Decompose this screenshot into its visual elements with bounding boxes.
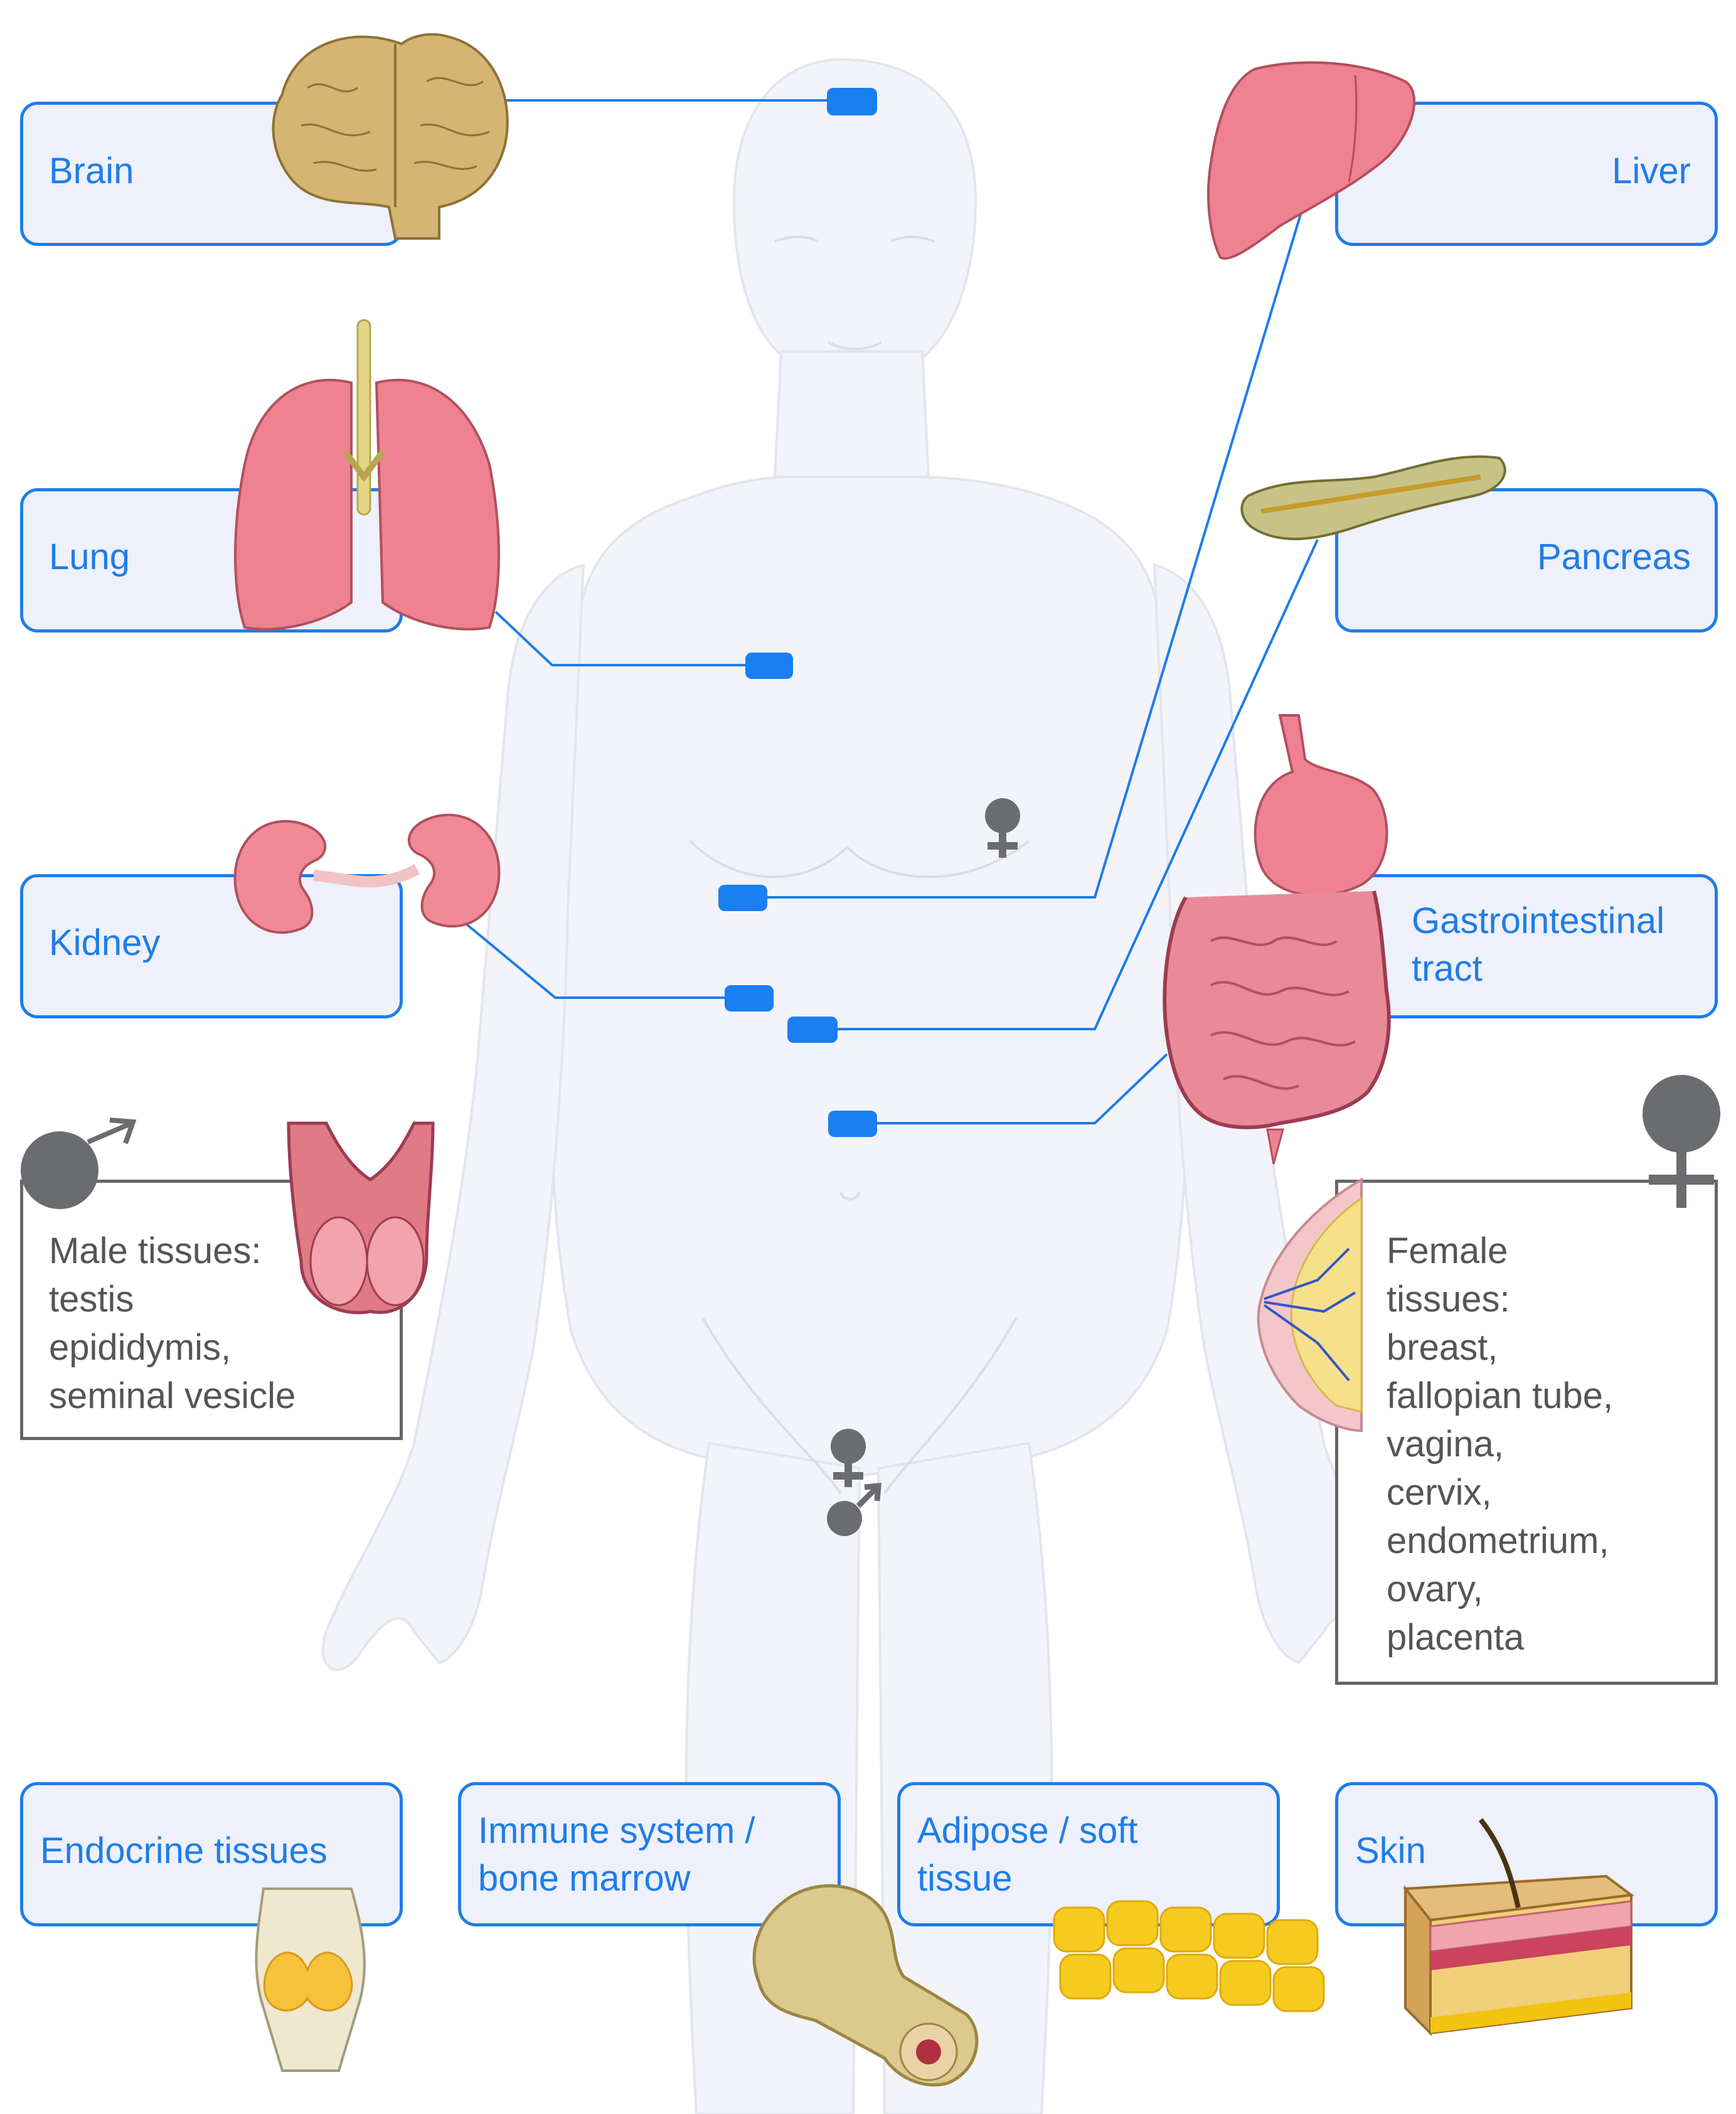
male-symbol-icon <box>21 1118 137 1209</box>
gi-tract-icon <box>1163 714 1391 1165</box>
kidney-icon <box>233 813 501 934</box>
liver-marker <box>718 885 767 911</box>
lung-connector <box>494 611 762 666</box>
female-line-2: tissues: <box>1387 1279 1510 1320</box>
immune-label-line2: bone marrow <box>478 1858 691 1899</box>
female-line-8: ovary, <box>1387 1569 1483 1610</box>
breast-icon <box>1257 1177 1363 1433</box>
gi-tract-label-line2: tract <box>1412 948 1483 989</box>
female-tissues-box <box>1335 1180 1718 1685</box>
immune-label-line1: Immune system / <box>478 1810 755 1851</box>
pancreas-connector <box>816 539 1319 1030</box>
lung-label: Lung <box>49 537 130 577</box>
male-symbol-groin-icon <box>827 1483 881 1536</box>
female-symbol-icon <box>1643 1075 1720 1208</box>
male-line-4: seminal vesicle <box>49 1375 296 1416</box>
female-line-5: vagina, <box>1387 1424 1504 1465</box>
adipose-box <box>897 1782 1280 1926</box>
endocrine-label: Endocrine tissues <box>40 1830 327 1871</box>
male-line-3: epididymis, <box>49 1327 232 1368</box>
kidney-marker <box>725 985 774 1012</box>
adipose-label-line1: Adipose / soft <box>917 1810 1138 1851</box>
brain-icon <box>272 33 509 240</box>
bone-icon <box>752 1884 979 2087</box>
skin-label: Skin <box>1355 1830 1426 1871</box>
male-line-2: testis <box>49 1279 134 1320</box>
pancreas-icon <box>1240 455 1506 540</box>
female-symbol-chest-icon <box>985 798 1020 858</box>
adipose-label-line2: tissue <box>917 1858 1013 1899</box>
male-line-1: Male tissues: <box>49 1230 262 1271</box>
kidney-connector <box>463 921 737 999</box>
liver-icon <box>1207 61 1415 260</box>
liver-label: Liver <box>1612 151 1691 191</box>
female-symbol-groin-icon <box>831 1429 866 1487</box>
gi-marker <box>828 1111 877 1137</box>
gi-tract-label-line1: Gastrointestinal <box>1412 900 1664 941</box>
brain-label: Brain <box>49 151 134 191</box>
gi-connector <box>863 1053 1168 1124</box>
brain-marker <box>827 88 877 115</box>
immune-box <box>458 1782 841 1926</box>
thyroid-icon <box>255 1887 366 2072</box>
skin-icon <box>1403 1818 1635 2036</box>
liver-connector <box>750 210 1303 899</box>
lung-icon <box>234 319 500 631</box>
female-line-9: placenta <box>1387 1617 1525 1658</box>
kidney-label: Kidney <box>49 922 161 963</box>
pancreas-marker <box>787 1017 838 1043</box>
female-line-6: cervix, <box>1387 1472 1492 1513</box>
female-line-7: endometrium, <box>1387 1520 1609 1561</box>
lung-marker <box>745 653 793 679</box>
pancreas-label: Pancreas <box>1536 537 1691 577</box>
adipose-icon <box>1053 1900 1325 2012</box>
gi-tract-box <box>1335 874 1718 1018</box>
female-line-1: Female <box>1387 1230 1508 1271</box>
female-line-3: breast, <box>1387 1327 1498 1368</box>
testis-icon <box>287 1121 435 1315</box>
female-line-4: fallopian tube, <box>1387 1375 1614 1416</box>
kidney-box <box>20 874 403 1018</box>
